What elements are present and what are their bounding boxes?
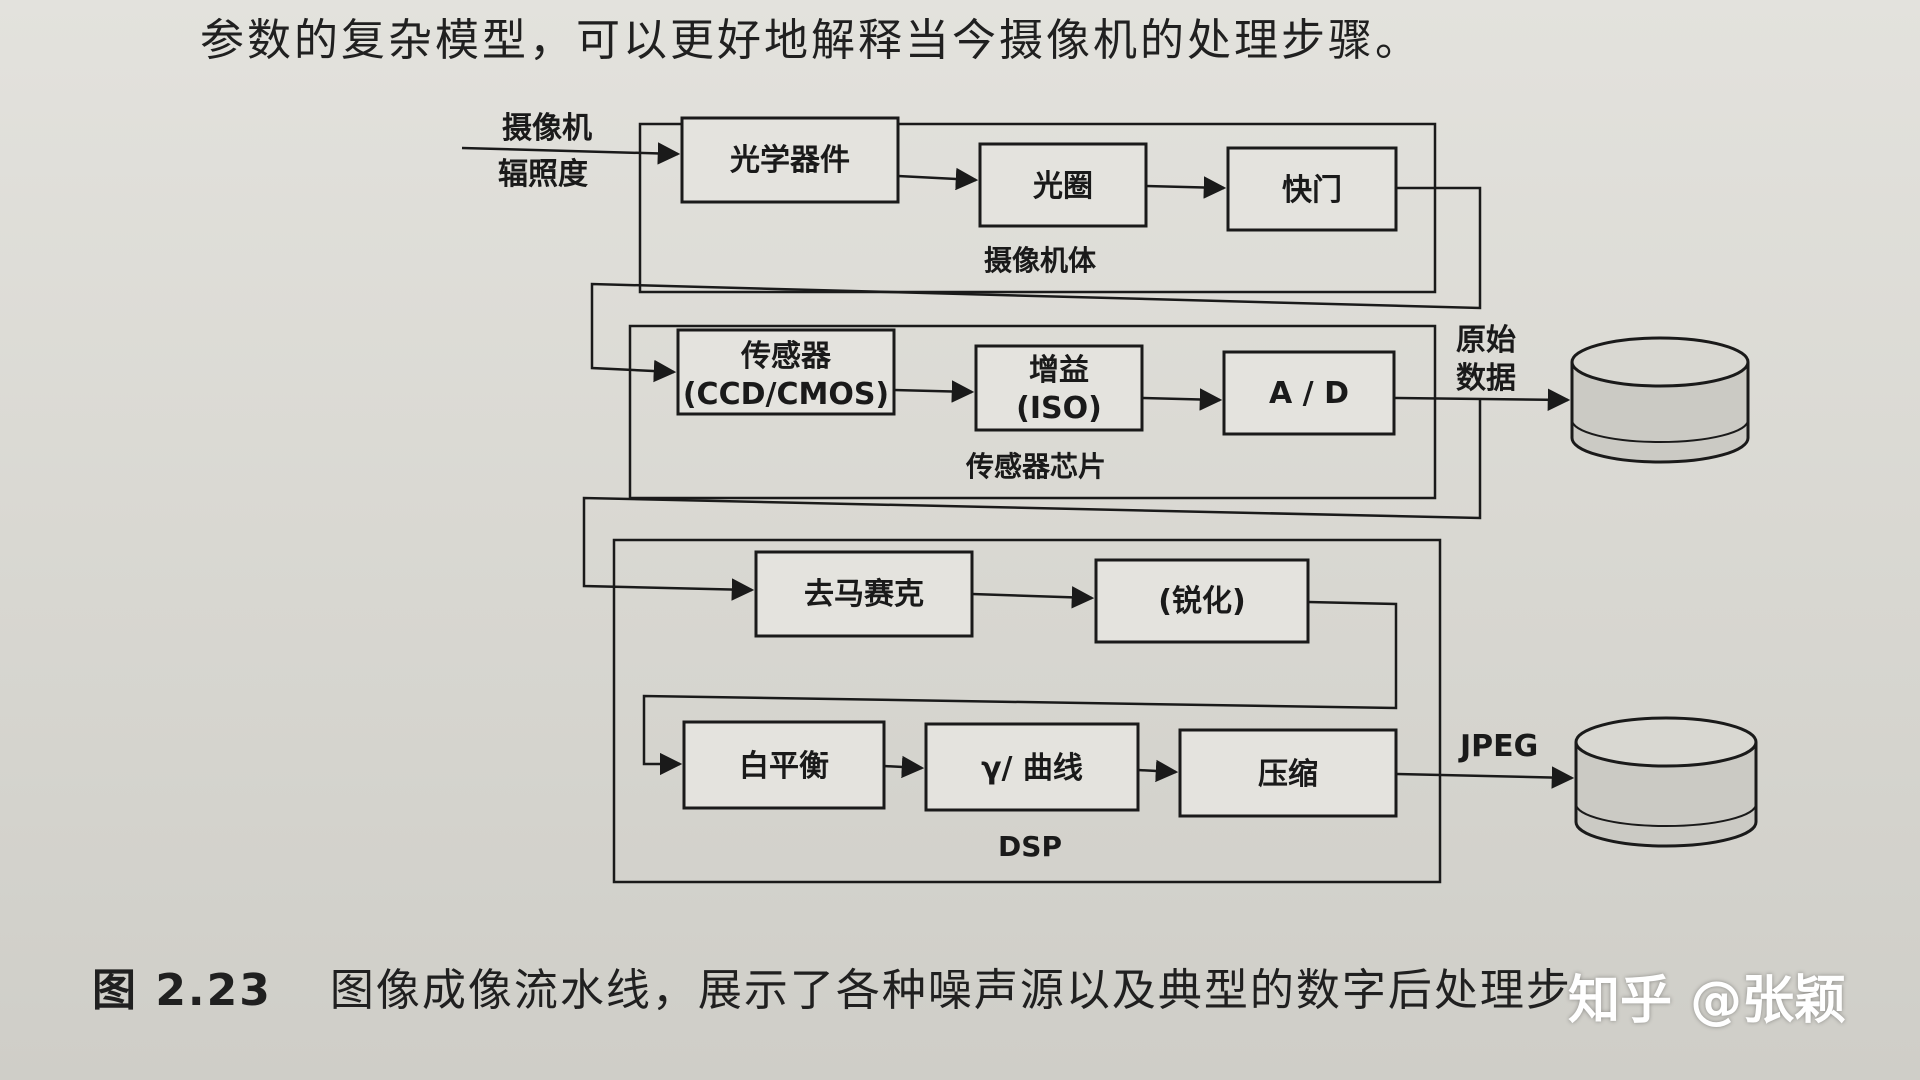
watermark: 知乎 @张颖: [1568, 971, 1847, 1031]
figure-number: 图 2.23: [92, 965, 272, 1016]
compress-box: [1178, 728, 1398, 818]
arrow-raw-output: [1393, 388, 1571, 412]
jpeg-storage-icon: [1574, 716, 1758, 848]
raw-data-storage-icon: [1570, 336, 1750, 464]
shutter-box: [1226, 146, 1398, 232]
ad-label: A / D: [1269, 376, 1349, 411]
camera-body-label: 摄像机体: [984, 244, 1097, 277]
gamma-label: γ/ 曲线: [981, 751, 1083, 786]
white-balance-box: [682, 720, 886, 810]
arrow-demosaic-sharpen: [971, 586, 1095, 609]
white-balance-label: 白平衡: [739, 749, 829, 784]
connector-shutter-sensor: [590, 186, 1482, 383]
dsp-label: DSP: [998, 830, 1062, 863]
gamma-box: [924, 722, 1140, 812]
sensor-chip-label: 传感器芯片: [965, 450, 1106, 483]
raw-label-line2: 数据: [1456, 361, 1516, 396]
figure-caption: 图 2.23 图像成像流水线，展示了各种噪声源以及典型的数字后处理步: [92, 954, 1572, 1018]
arrow-gain-ad: [1141, 388, 1223, 411]
sensor-label-line2: (CCD/CMOS): [683, 377, 889, 412]
optics-label: 光学器件: [730, 143, 850, 178]
sensor-box: [676, 328, 896, 416]
input-label-line1: 摄像机: [502, 111, 592, 146]
jpeg-label: JPEG: [1458, 729, 1538, 764]
sensor-label-line1: 传感器: [740, 339, 832, 374]
aperture-box: [978, 142, 1148, 228]
demosaic-label: 去马赛克: [804, 577, 924, 612]
ad-box: [1222, 350, 1396, 436]
connector-sharpen-whitebalance: [642, 600, 1398, 776]
optics-box: [680, 116, 900, 204]
dsp-frame: [612, 538, 1442, 884]
connector-ad-demosaic: [582, 400, 1482, 601]
demosaic-box: [754, 550, 974, 638]
gain-label-line1: 增益: [1029, 353, 1089, 388]
figure-caption-text: 图像成像流水线，展示了各种噪声源以及典型的数字后处理步: [329, 965, 1572, 1016]
arrow-whitebalance-gamma: [883, 755, 925, 779]
input-label-line2: 辐照度: [498, 157, 588, 192]
arrow-jpeg-output: [1395, 766, 1575, 789]
compress-label: 压缩: [1258, 757, 1318, 792]
arrow-sensor-gain: [893, 380, 975, 403]
sharpen-label: (锐化): [1158, 584, 1245, 619]
sensor-chip-frame: [628, 324, 1437, 500]
arrow-aperture-shutter: [1145, 176, 1227, 199]
input-arrow: [461, 142, 681, 165]
gain-box: [974, 344, 1144, 432]
arrow-gamma-compress: [1137, 759, 1179, 783]
intro-text: 参数的复杂模型，可以更好地解释当今摄像机的处理步骤。: [200, 15, 1422, 66]
aperture-label: 光圈: [1033, 169, 1093, 204]
gain-label-line2: (ISO): [1016, 391, 1102, 426]
shutter-label: 快门: [1282, 173, 1342, 208]
sharpen-box: [1094, 558, 1310, 644]
raw-label-line1: 原始: [1456, 323, 1516, 358]
camera-body-frame: [638, 122, 1437, 294]
imaging-pipeline-diagram: 摄像机 辐照度 光学器件 光圈 快门 摄像机体 传感器 (CCD/CMOS) 增…: [461, 111, 1758, 884]
arrow-optics-aperture: [897, 167, 979, 191]
